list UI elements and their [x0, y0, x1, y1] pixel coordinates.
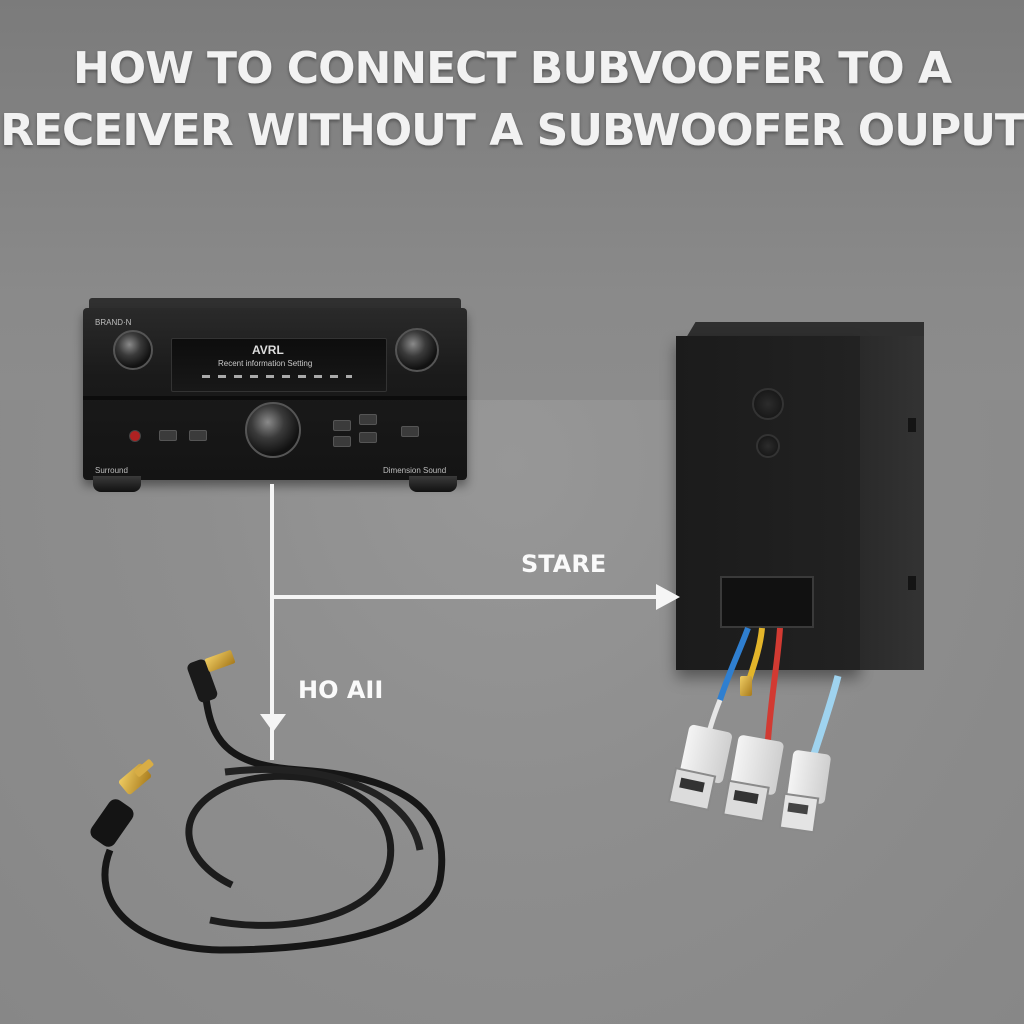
subwoofer-front — [676, 336, 860, 670]
gold-plug-upper — [187, 650, 235, 703]
receiver-button — [401, 426, 419, 437]
receiver-button — [333, 436, 351, 447]
receiver-display: AVRL Recent information Setting — [171, 338, 387, 392]
subwoofer-port-lower — [756, 434, 780, 458]
cable-blue — [717, 626, 751, 701]
receiver-button — [189, 430, 207, 441]
display-indicator-row — [202, 375, 352, 378]
volume-knob-left — [113, 330, 153, 370]
side-vent — [908, 418, 916, 432]
receiver-divider — [83, 396, 467, 400]
diagram-title: HOW TO CONNECT BUBVOOFER TO A RECEIVER W… — [0, 38, 1024, 162]
display-title: AVRL — [252, 343, 284, 357]
receiver-foot — [93, 476, 141, 492]
receiver-brand: BRAND·N — [95, 318, 132, 327]
power-led — [129, 430, 141, 442]
arrow-head-right — [656, 584, 680, 610]
cable-black-coil — [185, 772, 395, 929]
receiver-body: BRAND·N AVRL Recent information Setting … — [83, 308, 467, 480]
subwoofer — [676, 322, 926, 672]
cable-black-coil — [224, 765, 424, 851]
speaker-terminal — [720, 576, 814, 628]
usb-plug-left — [667, 724, 732, 811]
cable-lightblue — [808, 675, 842, 762]
title-line-2: RECEIVER WITHOUT A SUBWOOFER OUPUT — [0, 105, 1024, 156]
arrow-label-down: HO AII — [298, 676, 384, 704]
receiver-button — [359, 432, 377, 443]
usb-plug-middle — [722, 735, 784, 823]
cable-red — [765, 627, 783, 741]
receiver-foot — [409, 476, 457, 492]
spade-connector — [740, 676, 752, 696]
subwoofer-top — [686, 322, 924, 338]
usb-plug-right — [778, 750, 831, 834]
gold-plug-lower — [90, 759, 154, 847]
side-vent — [908, 576, 916, 590]
receiver-button — [333, 420, 351, 431]
arrow-head-down — [260, 714, 286, 732]
subwoofer-side — [860, 336, 924, 670]
arrow-label-right: STARE — [521, 550, 607, 578]
volume-knob-right — [395, 328, 439, 372]
subwoofer-port-upper — [752, 388, 784, 420]
receiver-button — [359, 414, 377, 425]
receiver-label-right: Dimension Sound — [383, 466, 447, 475]
receiver-button — [159, 430, 177, 441]
title-line-1: HOW TO CONNECT BUBVOOFER TO A — [72, 43, 952, 94]
cable-black-coil — [101, 689, 446, 954]
master-dial — [245, 402, 301, 458]
av-receiver: BRAND·N AVRL Recent information Setting … — [83, 298, 467, 492]
display-info-line: Recent information Setting — [218, 359, 313, 368]
receiver-label-left: Surround — [95, 466, 128, 475]
